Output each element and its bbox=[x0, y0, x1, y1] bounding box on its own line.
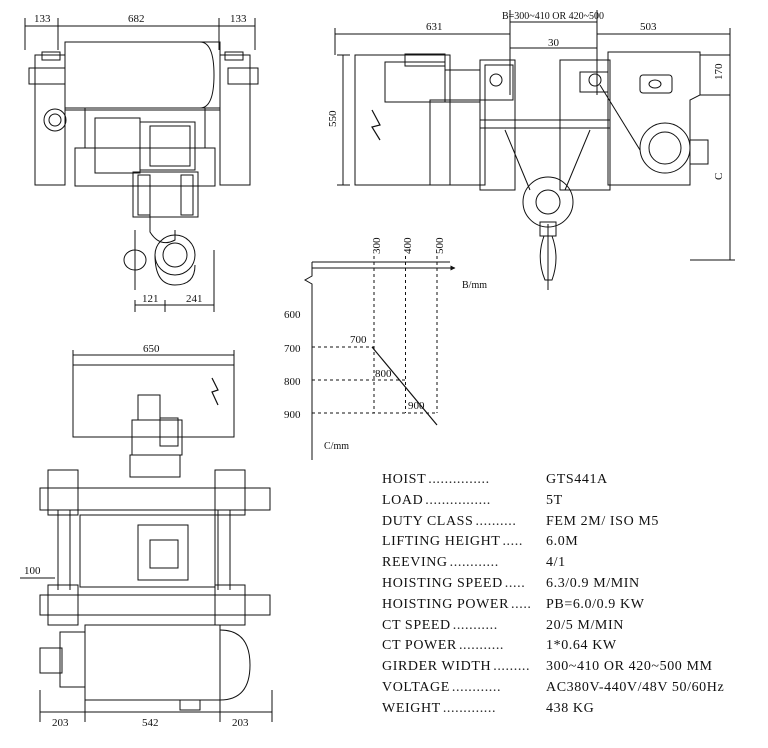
dimension-labels: 133 682 133 121 241 631 B=300~410 OR 420… bbox=[24, 11, 725, 729]
chart-y-tick-600: 600 bbox=[284, 309, 301, 321]
spec-table: HOIST............... GTS441A LOAD.........… bbox=[382, 470, 762, 720]
dim-30: 30 bbox=[548, 37, 560, 49]
chart-x-tick-400: 400 bbox=[402, 237, 414, 254]
dim-550: 550 bbox=[327, 110, 339, 127]
chart-labels: 300 400 500 B/mm 600 700 800 900 C/mm 70… bbox=[284, 237, 487, 452]
dim-631: 631 bbox=[426, 21, 443, 33]
chart-point-label-700: 700 bbox=[350, 334, 367, 346]
spec-leader-dots: ............... bbox=[428, 472, 490, 487]
spec-leader-dots: ............. bbox=[442, 700, 497, 716]
dim-133-right: 133 bbox=[230, 13, 247, 25]
front-view bbox=[24, 18, 259, 312]
chart-x-axis-label: B/mm bbox=[462, 280, 487, 291]
spec-row: CT SPEED........... 20/5 M/MIN bbox=[382, 616, 762, 637]
spec-leader-dots: ............ bbox=[449, 555, 499, 571]
dim-241: 241 bbox=[186, 293, 203, 305]
top-view bbox=[20, 350, 273, 722]
spec-key: HOISTING SPEED bbox=[382, 575, 503, 591]
chart-x-tick-300: 300 bbox=[371, 237, 383, 254]
spec-key: LOAD bbox=[382, 492, 424, 508]
spec-value: GTS441A bbox=[546, 472, 608, 487]
spec-value: PB=6.0/0.9 KW bbox=[546, 596, 645, 612]
spec-key: CT POWER bbox=[382, 638, 457, 654]
spec-key: GIRDER WIDTH bbox=[382, 659, 492, 675]
chart-y-tick-800: 800 bbox=[284, 376, 301, 388]
dim-203-right: 203 bbox=[232, 717, 249, 729]
spec-value: 300~410 OR 420~500 MM bbox=[546, 659, 713, 675]
spec-row: LOAD................ 5T bbox=[382, 491, 762, 512]
spec-value: 20/5 M/MIN bbox=[546, 617, 624, 633]
spec-leader-dots: ........... bbox=[458, 638, 505, 654]
chart-x-tick-500: 500 bbox=[434, 237, 446, 254]
spec-value: 4/1 bbox=[546, 555, 566, 571]
spec-row: CT POWER........... 1*0.64 KW bbox=[382, 636, 762, 657]
spec-leader-dots: ..... bbox=[502, 534, 523, 550]
chart-point-label-900: 900 bbox=[408, 400, 425, 412]
spec-value: 1*0.64 KW bbox=[546, 638, 617, 654]
spec-leader-dots: .......... bbox=[475, 513, 517, 529]
chart-y-axis-label: C/mm bbox=[324, 441, 349, 452]
chart-series-line bbox=[371, 346, 438, 426]
girder-chart bbox=[303, 256, 456, 460]
dim-100: 100 bbox=[24, 565, 41, 577]
spec-key: HOIST bbox=[382, 472, 427, 487]
spec-row: HOIST............... GTS441A bbox=[382, 470, 762, 491]
spec-row: VOLTAGE............ AC380V-440V/48V 50/60… bbox=[382, 678, 762, 699]
dim-650: 650 bbox=[143, 343, 160, 355]
spec-value: AC380V-440V/48V 50/60Hz bbox=[546, 679, 725, 695]
dim-girder-width: B=300~410 OR 420~500 bbox=[502, 11, 604, 22]
spec-value: 6.3/0.9 M/MIN bbox=[546, 575, 640, 591]
spec-leader-dots: ............ bbox=[451, 679, 502, 695]
spec-leader-dots: ................ bbox=[425, 492, 491, 508]
spec-row: GIRDER WIDTH......... 300~410 OR 420~500 … bbox=[382, 657, 762, 678]
spec-key: HOISTING POWER bbox=[382, 596, 510, 612]
spec-row: REEVING............ 4/1 bbox=[382, 553, 762, 574]
spec-key: CT SPEED bbox=[382, 617, 451, 633]
chart-y-tick-900: 900 bbox=[284, 409, 301, 421]
spec-row: LIFTING HEIGHT..... 6.0M bbox=[382, 532, 762, 553]
spec-leader-dots: ..... bbox=[511, 596, 532, 612]
spec-row: HOISTING SPEED..... 6.3/0.9 M/MIN bbox=[382, 574, 762, 595]
spec-key: VOLTAGE bbox=[382, 679, 450, 695]
spec-row: WEIGHT............. 438 KG bbox=[382, 699, 762, 720]
spec-key: WEIGHT bbox=[382, 700, 441, 716]
spec-row: HOISTING POWER..... PB=6.0/0.9 KW bbox=[382, 595, 762, 616]
spec-value: 6.0M bbox=[546, 534, 579, 550]
spec-leader-dots: ......... bbox=[493, 659, 531, 675]
spec-value: FEM 2M/ ISO M5 bbox=[546, 513, 660, 529]
spec-key: DUTY CLASS bbox=[382, 513, 474, 529]
dim-170: 170 bbox=[713, 63, 725, 80]
spec-value: 5T bbox=[546, 492, 563, 508]
chart-y-tick-700: 700 bbox=[284, 343, 301, 355]
dim-503: 503 bbox=[640, 21, 657, 33]
spec-leader-dots: ........... bbox=[452, 617, 498, 633]
dim-121: 121 bbox=[142, 293, 159, 305]
dim-542: 542 bbox=[142, 717, 159, 729]
dim-203-left: 203 bbox=[52, 717, 69, 729]
spec-leader-dots: ..... bbox=[504, 575, 526, 591]
side-view bbox=[334, 10, 735, 290]
dim-c: C bbox=[713, 173, 725, 180]
dim-133-left: 133 bbox=[34, 13, 51, 25]
spec-key: LIFTING HEIGHT bbox=[382, 534, 501, 550]
dim-682: 682 bbox=[128, 13, 145, 25]
spec-row: DUTY CLASS.......... FEM 2M/ ISO M5 bbox=[382, 512, 762, 533]
spec-key: REEVING bbox=[382, 555, 448, 571]
chart-point-label-800: 800 bbox=[375, 368, 392, 380]
spec-value: 438 KG bbox=[546, 700, 595, 716]
